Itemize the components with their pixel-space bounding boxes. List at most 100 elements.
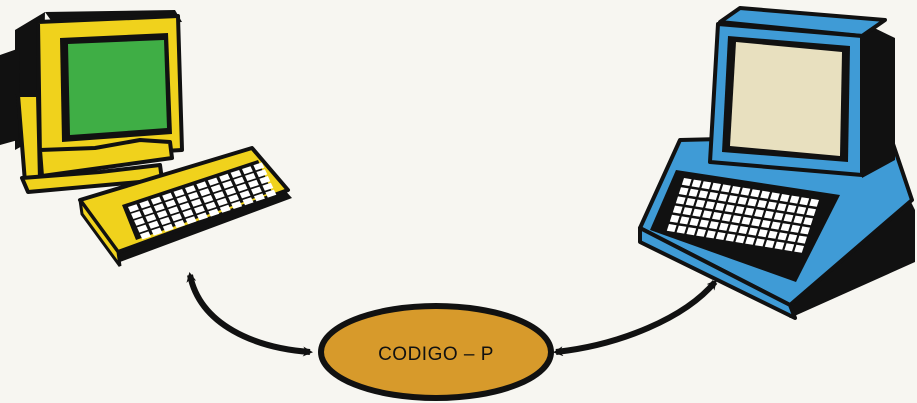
left-keyboard-key [202,195,214,203]
left-keyboard-key [188,192,199,200]
left-monitor [0,10,184,194]
left-keyboard-key [196,181,208,190]
right-keyboard-key [718,193,728,202]
right-keyboard-key [695,199,706,208]
left-keyboard-key [231,201,243,209]
right-keyboard-key [676,225,687,234]
left-keyboard-key [134,217,145,226]
right-keyboard-key [666,224,677,232]
left-keyboard-key [173,189,185,197]
left-keyboard-key [131,211,142,219]
right-keyboard-key [797,235,807,244]
left-keyboard-key [197,212,208,221]
right-keyboard-key [774,241,785,250]
right-keyboard-key [773,212,784,221]
left-keyboard-key [210,184,222,193]
left-keyboard-key [162,192,174,201]
codigo-p-node: CODIGO – P [318,303,554,401]
right-keyboard-key [751,218,761,227]
left-keyboard-key [259,176,271,184]
right-keyboard-key [721,184,731,193]
right-keyboard-key [715,232,726,240]
left-keyboard-key [242,197,254,206]
left-keyboard-key [213,191,225,200]
left-keyboard-key [222,180,234,189]
right-keyboard-key [806,208,816,216]
right-keyboard-key [698,190,709,199]
right-keyboard-key [747,198,758,207]
right-keyboard-key [770,192,780,201]
right-keyboard-key [689,218,700,226]
right-keyboard-key [744,207,755,216]
left-keyboard-key [236,183,248,192]
left-keyboard-key [230,170,242,178]
left-keyboard-keys [128,162,277,240]
right-keyboard-key [682,207,693,216]
left-keyboard-key [185,185,196,194]
left-keyboard-key [199,188,211,197]
right-keyboard-key [780,223,791,232]
right-keyboard-key [758,229,768,238]
right-keyboard-key [796,206,807,215]
right-keyboard-key [691,179,702,188]
right-keyboard-key [705,201,715,210]
left-keyboard-key [245,173,256,181]
right-keyboard-key [737,196,748,205]
right-keyboard-key [764,210,774,219]
left-keyboard-key [248,179,259,188]
left-keyboard-key [265,189,277,198]
right-keyboard-key [748,227,758,236]
right-keyboard-key [721,213,732,222]
left-keyboard-key [162,223,174,232]
left-keyboard-key [225,187,237,196]
left-keyboard [78,146,292,267]
right-keyboard-key [706,230,716,239]
right-keyboard-key [728,224,739,233]
right-keyboard-key [702,210,712,219]
left-keyboard-key [228,194,240,203]
right-keyboard-key [686,227,697,236]
right-keyboard-key [735,235,746,244]
left-keyboard-key [159,217,171,225]
left-keyboard-key [179,202,191,211]
right-keyboard-key [731,215,742,224]
right-keyboard-key [730,186,741,194]
left-keyboard-key [208,208,220,217]
left-keyboard-key [251,186,262,195]
arrow-left-computer-to-codigo [186,272,313,357]
right-keyboard-key [777,232,788,241]
right-keyboard-key [709,221,719,230]
right-keyboard-key [678,187,689,196]
right-keyboard-key [760,190,770,199]
left-keyboard-key [151,227,163,236]
right-keyboard-key [784,243,795,252]
right-keyboard-key [767,230,778,239]
right-keyboard-key [685,198,696,206]
left-keyboard-key [191,198,202,207]
left-keyboard-key [139,200,151,209]
left-keyboard-key [182,209,194,218]
left-keyboard-key [150,196,162,205]
right-keyboard-key [669,214,680,223]
right-monitor-screen [730,42,842,156]
right-keyboard-key [740,187,751,196]
left-computer [0,10,292,267]
left-keyboard-key [242,166,253,175]
right-keyboard-key [727,195,738,204]
left-keyboard-key [233,176,245,185]
right-keyboard-keys [666,178,819,253]
right-keyboard-key [745,236,755,245]
left-keyboard-key [185,216,197,225]
left-keyboard-key [153,203,165,212]
right-keyboard-key [755,238,765,247]
left-monitor-screen [68,40,167,135]
left-keyboard-key [174,220,186,228]
right-keyboard-key [708,192,718,200]
right-keyboard-key [794,244,804,253]
right-keyboard-key [718,222,729,231]
right-keyboard-key [799,197,810,206]
right-keyboard-key [767,201,777,210]
right-keyboard-key [688,188,699,197]
right-keyboard-key [787,234,798,242]
right-keyboard-key [724,204,735,213]
